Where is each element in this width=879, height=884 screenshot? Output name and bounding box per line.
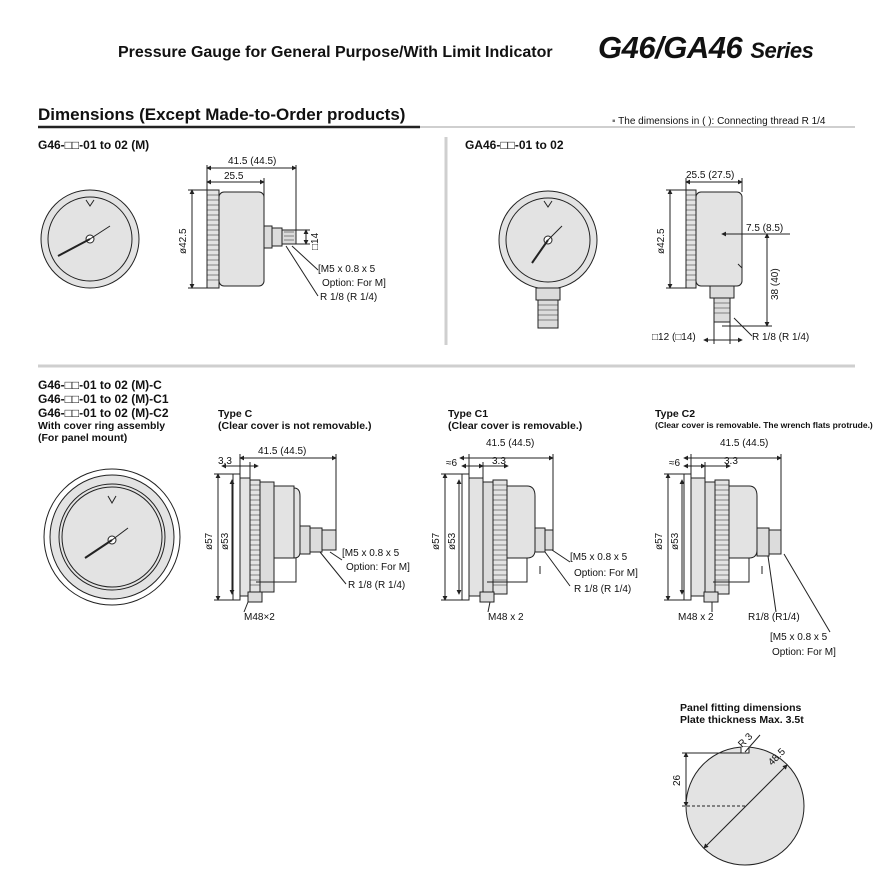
- type-c-desc: (Clear cover is not removable.): [218, 420, 372, 432]
- page-subtitle: Pressure Gauge for General Purpose/With …: [118, 44, 553, 61]
- dim-c1-thread: R 1/8 (R 1/4): [574, 584, 631, 595]
- panel-c-front-view: [43, 468, 181, 606]
- dim-b-flats: □12 (□14): [652, 332, 696, 343]
- type-c1-desc: (Clear cover is removable.): [448, 420, 583, 432]
- dim-c2-d1: ø57: [654, 532, 665, 550]
- dim-c1-gap: ≈6: [446, 458, 457, 469]
- dim-b-height: 38 (40): [770, 268, 781, 300]
- dim-c2-gap: ≈6: [669, 458, 680, 469]
- dim-a-total: 41.5 (44.5): [228, 156, 276, 167]
- dim-a-body: 25.5: [224, 171, 244, 182]
- dim-c-thread: R 1/8 (R 1/4): [348, 580, 405, 591]
- dim-a-option: Option: For M]: [322, 278, 386, 289]
- dim-c1-d2: ø53: [447, 532, 458, 550]
- dim-c1-front: 3.3: [492, 456, 506, 467]
- type-c-title: Type C: [218, 408, 253, 420]
- dim-c-port: [M5 x 0.8 x 5: [342, 548, 400, 559]
- panel-b-label: GA46-□□-01 to 02: [465, 138, 564, 152]
- panel-c-label-1: G46-□□-01 to 02 (M)-C: [38, 378, 162, 392]
- dim-c1-nut: M48 x 2: [488, 612, 524, 623]
- panel-a-front-view: [40, 189, 140, 289]
- dim-c2-front: 3.3: [724, 456, 738, 467]
- section-title: Dimensions (Except Made-to-Order product…: [38, 105, 406, 124]
- fit-height: 26: [672, 774, 683, 786]
- dim-c-d2: ø53: [220, 532, 231, 550]
- dim-c1-port: [M5 x 0.8 x 5: [570, 552, 628, 563]
- dim-c-front: 3.3: [218, 456, 232, 467]
- type-c1-side-view: [461, 473, 554, 603]
- panel-c-label-4: With cover ring assembly: [38, 420, 166, 432]
- panel-a-label: G46-□□-01 to 02 (M): [38, 138, 150, 152]
- dim-c2-option: Option: For M]: [772, 647, 836, 658]
- dim-c1-d1: ø57: [431, 532, 442, 550]
- dim-c-option: Option: For M]: [346, 562, 410, 573]
- panel-fit-subtitle: Plate thickness Max. 3.5t: [680, 714, 804, 726]
- panel-c-label-2: G46-□□-01 to 02 (M)-C1: [38, 392, 169, 406]
- type-c2-title: Type C2: [655, 408, 696, 420]
- dim-b-body: 25.5 (27.5): [686, 170, 734, 181]
- type-c1-title: Type C1: [448, 408, 489, 420]
- panel-b-front-view: [498, 190, 598, 329]
- panel-c-label-3: G46-□□-01 to 02 (M)-C2: [38, 406, 169, 420]
- dim-c2-d2: ø53: [670, 532, 681, 550]
- dim-c2-port: [M5 x 0.8 x 5: [770, 632, 828, 643]
- dim-c-d1: ø57: [204, 532, 215, 550]
- type-c2-side-view: [683, 473, 782, 603]
- dim-c2-thread: R1/8 (R1/4): [748, 612, 800, 623]
- dim-a-flats: □14: [310, 232, 321, 250]
- panel-a-side-view: [206, 189, 297, 289]
- dim-b-diameter: ø42.5: [656, 228, 667, 254]
- dim-c1-total: 41.5 (44.5): [486, 438, 534, 449]
- page-title: G46/GA46 Series: [598, 30, 814, 66]
- type-c-side-view: [232, 473, 337, 603]
- panel-b-side-view: [685, 189, 743, 323]
- dim-a-thread: R 1/8 (R 1/4): [320, 292, 377, 303]
- dim-b-thread: R 1/8 (R 1/4): [752, 332, 809, 343]
- section-note: ▪ The dimensions in ( ): Connecting thre…: [612, 116, 826, 127]
- note-text: The dimensions in ( ): Connecting thread…: [618, 116, 826, 127]
- panel-fit-drawing: [682, 734, 805, 866]
- series-word: Series: [750, 38, 814, 63]
- dim-b-offset: 7.5 (8.5): [746, 223, 783, 234]
- dim-c-nut: M48×2: [244, 612, 275, 623]
- dim-a-diameter: ø42.5: [178, 228, 189, 254]
- bullet-icon: ▪: [612, 116, 616, 127]
- panel-c-label-5: (For panel mount): [38, 432, 128, 444]
- dim-c2-nut: M48 x 2: [678, 612, 714, 623]
- dim-c1-option: Option: For M]: [574, 568, 638, 579]
- dim-c-total: 41.5 (44.5): [258, 446, 306, 457]
- dim-a-port: [M5 x 0.8 x 5: [318, 264, 376, 275]
- panel-fit-title: Panel fitting dimensions: [680, 702, 802, 714]
- series-code: G46/GA46: [598, 30, 743, 65]
- type-c2-desc: (Clear cover is removable. The wrench fl…: [655, 420, 873, 430]
- dim-c2-total: 41.5 (44.5): [720, 438, 768, 449]
